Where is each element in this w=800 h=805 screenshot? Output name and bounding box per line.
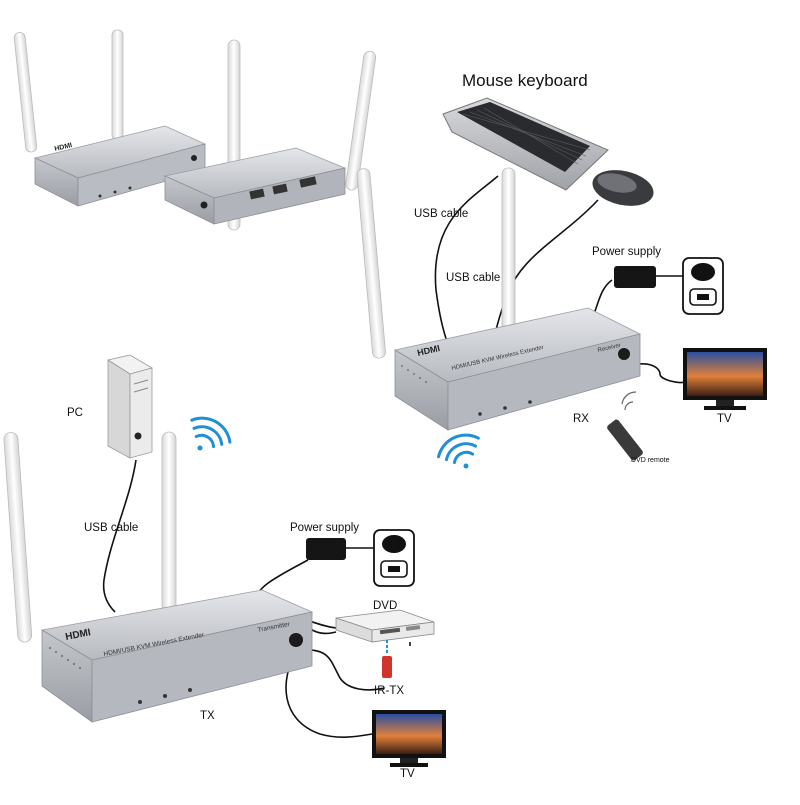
usb-cable-keyboard xyxy=(434,175,499,343)
keyboard xyxy=(442,97,609,191)
dvd-player xyxy=(335,609,435,643)
power-adapter-tx xyxy=(306,538,346,560)
tx-transmitter-device: HDMI HDMI/USB KVM Wireless Extender Tran… xyxy=(40,589,314,723)
mouse-keyboard-label: Mouse keyboard xyxy=(462,71,588,90)
antenna xyxy=(356,167,516,359)
ir-cable xyxy=(299,649,385,691)
usb-cable-label: USB cable xyxy=(446,272,501,284)
pc-tower-icon xyxy=(106,354,154,459)
rx-label: RX xyxy=(573,413,589,425)
usb-cable-pc xyxy=(102,459,137,613)
ir-receiver-port-icon xyxy=(289,633,303,647)
device-brand: HDMI xyxy=(64,627,91,643)
device-role-text: Receiver xyxy=(597,343,621,354)
hdmi-cable-rx-tv xyxy=(627,363,685,384)
hdmi-cable-tx-tv xyxy=(285,651,373,738)
svg-text:HDMI: HDMI xyxy=(54,142,73,153)
ir-sensor-icon xyxy=(618,348,630,360)
dvd-remote-label: DVD remote xyxy=(631,457,670,464)
antenna xyxy=(13,29,124,153)
wifi-icon xyxy=(437,433,480,469)
tv-label: TV xyxy=(717,413,732,425)
tx-setup: HDMI HDMI/USB KVM Wireless Extender Tran… xyxy=(3,354,446,767)
wifi-icon xyxy=(190,416,232,451)
power-supply-label: Power supply xyxy=(592,246,662,258)
power-socket-rx-icon xyxy=(682,257,724,315)
power-adapter-rx xyxy=(614,266,656,288)
tv-tx xyxy=(372,710,446,767)
product-pair-illustration: HDMI xyxy=(13,29,377,231)
rx-receiver-device: HDMI HDMI/USB KVM Wireless Extender Rece… xyxy=(393,307,642,431)
ir-tx-label: IR-TX xyxy=(374,685,405,697)
dvd-remote-icon xyxy=(607,391,643,461)
dvd-label: DVD xyxy=(373,600,398,612)
tv-label: TV xyxy=(400,768,415,780)
usb-cable-label: USB cable xyxy=(414,208,469,220)
pc-label: PC xyxy=(67,407,83,419)
power-socket-tx-icon xyxy=(373,529,415,587)
usb-cable-label: USB cable xyxy=(84,522,139,534)
ir-tx-emitter xyxy=(382,640,392,678)
tv-rx xyxy=(683,348,767,410)
hdmi-kvm-transmitter-unit: HDMI xyxy=(33,125,207,207)
rx-setup: HDMI HDMI/USB KVM Wireless Extender Rece… xyxy=(356,97,767,469)
power-supply-label: Power supply xyxy=(290,522,360,534)
tx-label: TX xyxy=(200,710,215,722)
mouse xyxy=(592,170,654,206)
hdmi-kvm-receiver-unit-rear xyxy=(163,147,347,225)
